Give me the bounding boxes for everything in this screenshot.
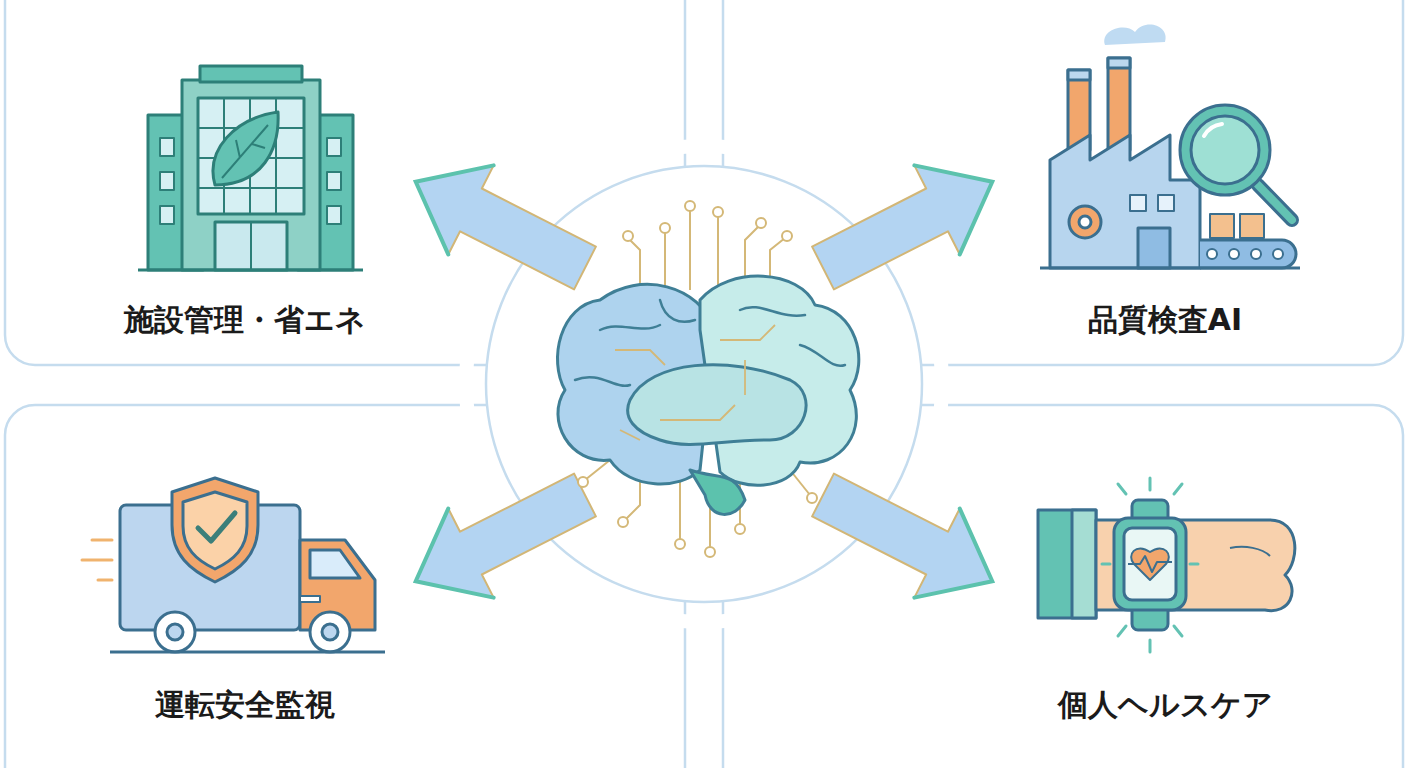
panel-label: 施設管理・省エネ <box>118 300 372 340</box>
panel-label: 品質検査AI <box>1082 300 1248 340</box>
wristwatch-icon <box>1038 478 1295 652</box>
arrow-edge <box>393 137 1015 626</box>
panel: 施設管理・省エネ <box>5 0 685 365</box>
arrow <box>393 137 1015 626</box>
panel-label: 個人ヘルスケア <box>1052 685 1279 725</box>
panel: 運転安全監視 <box>5 405 685 768</box>
panel-outline <box>5 0 1403 768</box>
panel: 個人ヘルスケア <box>723 405 1403 768</box>
building-icon <box>138 66 363 270</box>
panel-label: 運転安全監視 <box>149 685 341 725</box>
truck-icon <box>82 478 385 652</box>
brain-icon <box>558 201 859 557</box>
panel: 品質検査AI <box>723 0 1403 365</box>
factory-icon <box>1040 25 1300 268</box>
